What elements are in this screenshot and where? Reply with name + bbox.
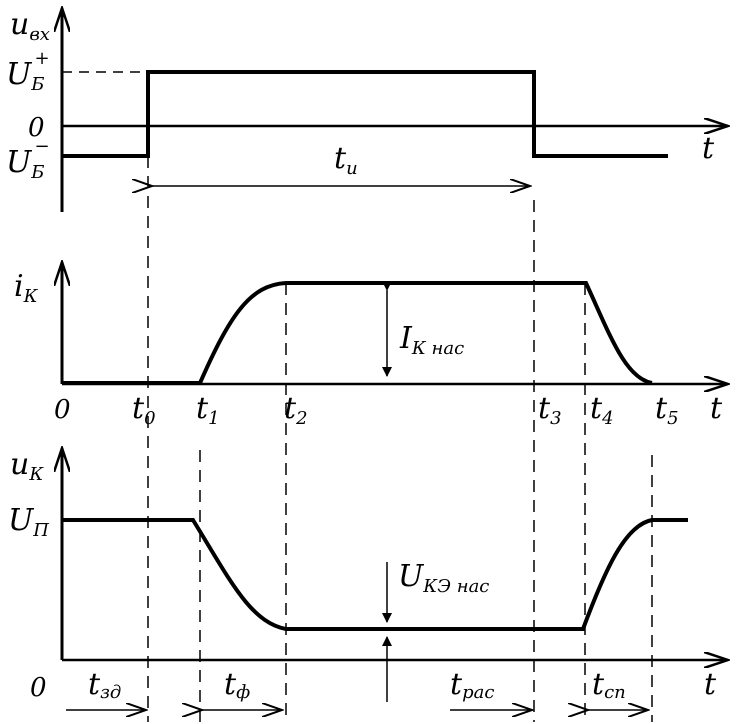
panel-collector-voltage: uК UП UКЭ нас 0 t tзд tф tрас tсп: [8, 447, 728, 710]
level-low-label: UБ−: [6, 136, 50, 183]
collector-current-waveform: [62, 281, 653, 385]
level-high-label: UБ+: [6, 48, 50, 95]
x-label-voltage: t: [704, 667, 717, 702]
interval-fall-label: tсп: [592, 667, 626, 703]
time-mark-t3: t3: [538, 391, 562, 429]
pulse-width-label: tи: [334, 141, 358, 179]
x-label-current: t: [710, 391, 723, 426]
y-label-current: iК: [14, 269, 39, 307]
interval-storage-label: tрас: [450, 667, 494, 703]
interval-delay-label: tзд: [88, 667, 121, 703]
interval-front-label: tф: [224, 667, 250, 703]
time-mark-t4: t4: [590, 391, 614, 429]
panel-input-voltage: uвх UБ+ 0 UБ− t tи: [6, 7, 728, 212]
y-label-input: uвх: [10, 7, 50, 45]
level-zero-label: 0: [28, 113, 45, 143]
time-mark-t5: t5: [655, 391, 679, 429]
collector-voltage-waveform: [62, 518, 688, 631]
origin-label-current: 0: [54, 395, 71, 425]
origin-label-voltage: 0: [30, 673, 47, 703]
saturation-current-label: IК нас: [399, 321, 464, 359]
time-marker-lines: [147, 156, 653, 722]
panel-collector-current: iК IК нас 0 t t0 t1 t2 t3 t4 t5: [14, 262, 728, 429]
time-mark-t2: t2: [284, 391, 308, 429]
saturation-voltage-label: UКЭ нас: [398, 559, 489, 597]
y-label-voltage: uК: [10, 447, 44, 485]
input-pulse-waveform: [62, 70, 668, 158]
x-label-input: t: [702, 131, 715, 166]
time-mark-t0: t0: [132, 391, 156, 429]
supply-voltage-label: UП: [8, 503, 49, 541]
time-mark-t1: t1: [196, 391, 220, 429]
